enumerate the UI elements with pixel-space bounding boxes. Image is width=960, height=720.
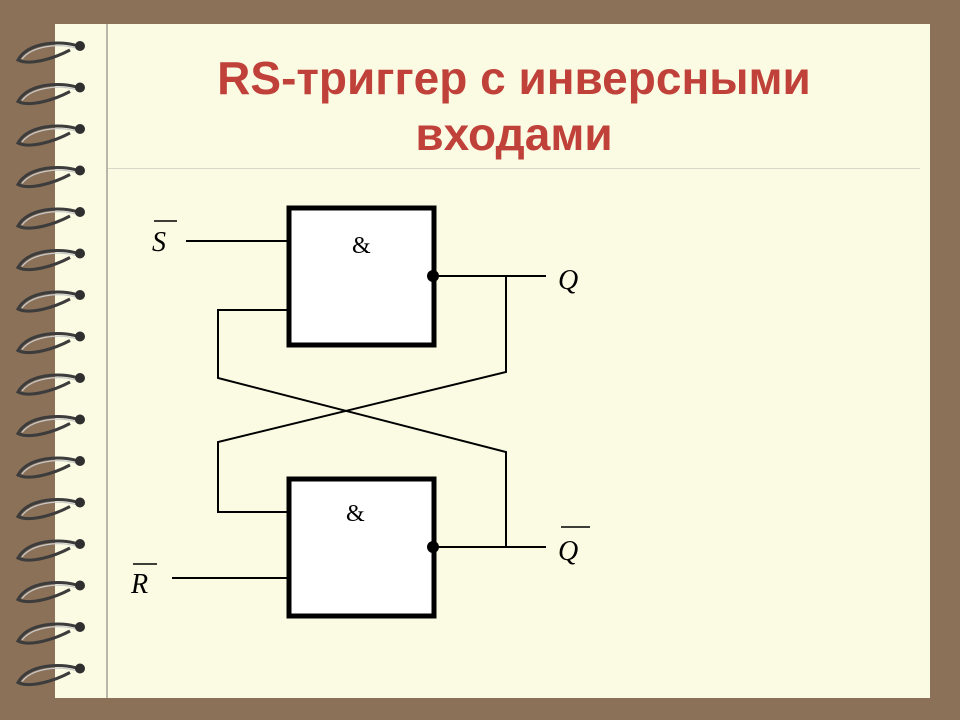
spiral-ring xyxy=(15,539,85,562)
slide-title: RS-триггер с инверсными входами xyxy=(108,50,920,162)
top-gate-and-symbol: & xyxy=(352,233,371,259)
spiral-ring xyxy=(15,165,85,189)
title-line-2: входами xyxy=(415,108,613,160)
top-inversion-bubble xyxy=(427,270,439,282)
q-output-label: Q xyxy=(558,265,578,296)
bottom-nand-gate xyxy=(286,476,437,619)
spiral-ring xyxy=(15,248,85,272)
spiral-ring xyxy=(15,580,85,604)
spiral-ring xyxy=(15,622,85,645)
spiral-ring xyxy=(15,497,85,521)
notebook-page xyxy=(55,24,930,698)
spiral-binding xyxy=(15,41,85,687)
r-input-label: R xyxy=(130,569,148,600)
top-nand-gate xyxy=(286,205,437,348)
spiral-ring xyxy=(15,290,85,313)
q-feedback-wire xyxy=(217,276,507,513)
bottom-gate-and-symbol: & xyxy=(346,501,365,527)
spiral-ring xyxy=(15,41,85,64)
q-bar-output-label: Q xyxy=(558,536,578,567)
spiral-ring xyxy=(15,331,85,355)
spiral-ring xyxy=(15,663,85,687)
spiral-ring xyxy=(15,82,85,106)
spiral-ring xyxy=(15,373,85,396)
spiral-ring xyxy=(15,414,85,438)
margin-line xyxy=(106,24,108,698)
spiral-ring xyxy=(15,124,85,147)
bottom-inversion-bubble xyxy=(427,541,439,553)
spiral-ring xyxy=(15,207,85,230)
spiral-ring xyxy=(15,456,85,479)
q-bar-feedback-wire xyxy=(217,309,507,547)
s-input-label: S xyxy=(152,227,166,258)
header-rule xyxy=(108,168,920,169)
title-line-1: RS-триггер с инверсными xyxy=(217,52,811,104)
